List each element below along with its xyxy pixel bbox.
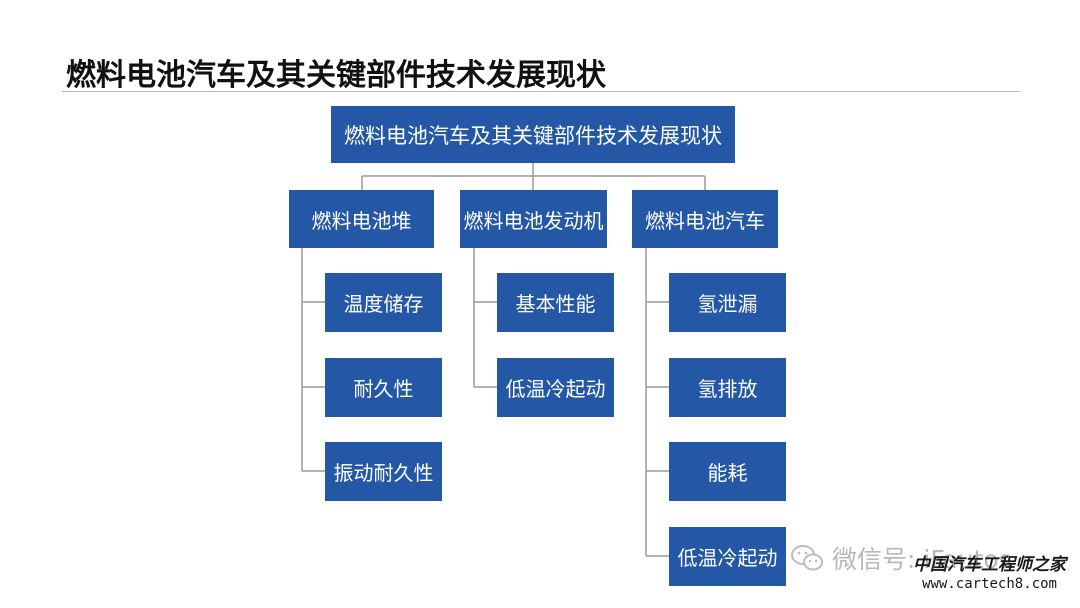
root-connector bbox=[361, 163, 706, 190]
leaf-node: 温度储存 bbox=[325, 273, 442, 332]
slide-title: 燃料电池汽车及其关键部件技术发展现状 bbox=[66, 58, 606, 93]
leaf-node: 振动耐久性 bbox=[325, 442, 442, 501]
branch-node-fuel-cell-engine: 燃料电池发动机 bbox=[460, 190, 607, 248]
branch-node-fuel-cell-vehicle: 燃料电池汽车 bbox=[632, 190, 778, 248]
leaf-node: 基本性能 bbox=[497, 273, 614, 332]
branch-3-connector bbox=[645, 248, 669, 557]
branch-1-connector bbox=[301, 248, 325, 472]
leaf-node: 能耗 bbox=[669, 442, 786, 501]
branch-node-fuel-cell-stack: 燃料电池堆 bbox=[289, 190, 434, 248]
watermark-text: 微信号: iFautos bbox=[832, 545, 1012, 574]
leaf-node: 氢泄漏 bbox=[669, 273, 786, 332]
branch-2-connector bbox=[473, 248, 497, 388]
leaf-node: 低温冷起动 bbox=[669, 527, 786, 586]
title-divider bbox=[62, 91, 1020, 92]
leaf-node: 低温冷起动 bbox=[497, 358, 614, 417]
site-logo-name: 中国汽车工程师之家 bbox=[913, 555, 1066, 575]
site-logo-url: www.cartech8.com bbox=[922, 575, 1057, 592]
site-logo: 中国汽车工程师之家 www.cartech8.com bbox=[913, 555, 1066, 592]
wechat-watermark: 微信号: iFautos bbox=[790, 540, 1012, 576]
wechat-icon bbox=[791, 545, 823, 571]
leaf-node: 氢排放 bbox=[669, 358, 786, 417]
root-node: 燃料电池汽车及其关键部件技术发展现状 bbox=[331, 106, 735, 163]
leaf-node: 耐久性 bbox=[325, 358, 442, 417]
